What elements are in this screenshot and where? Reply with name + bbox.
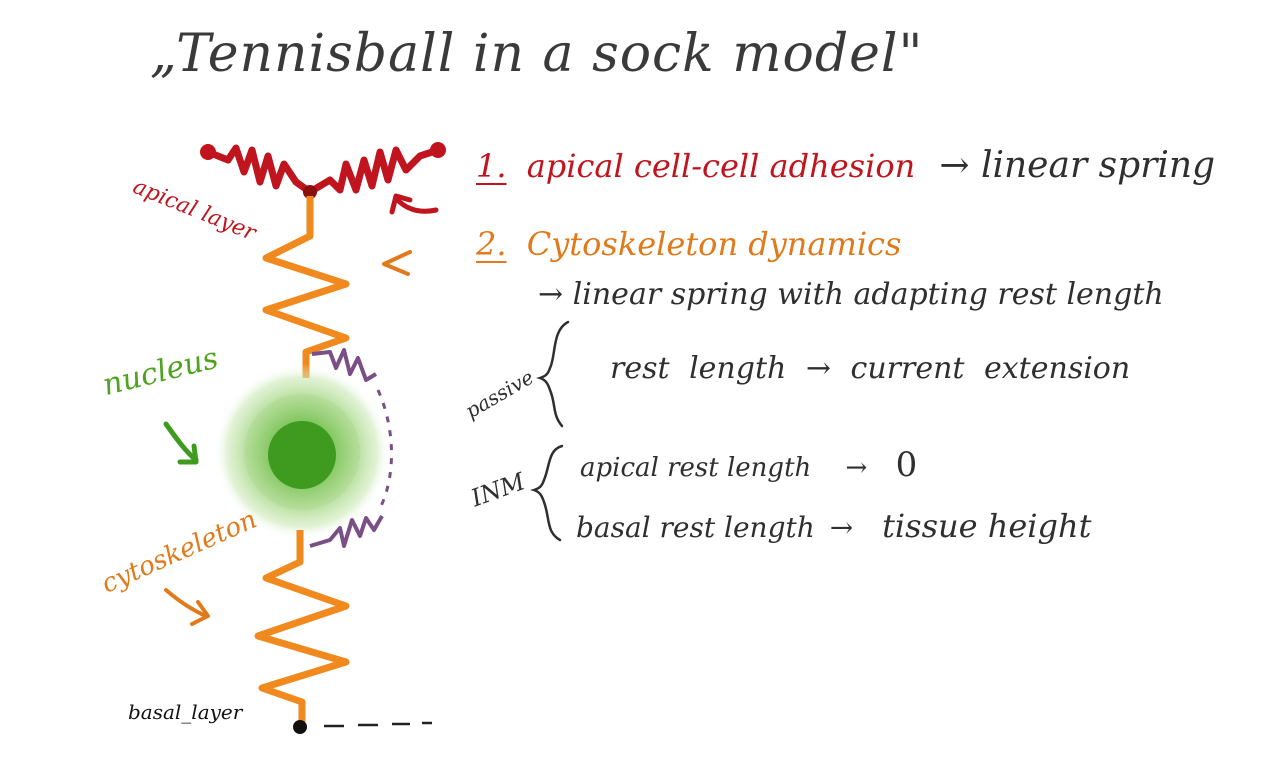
inm-basal-term: basal rest length (576, 511, 815, 544)
inm-brace (530, 444, 564, 542)
item-2-result: → linear spring with adapting rest lengt… (538, 277, 1164, 312)
inm-basal-arrow: → (829, 511, 854, 544)
apical-node (303, 185, 317, 199)
inm-line-apical: apical rest length → 0 (580, 448, 917, 482)
item-1: 1. apical cell-cell adhesion → linear sp… (476, 148, 1215, 184)
diagram-title: „Tennisball in a sock model" (150, 24, 924, 84)
cytoskeleton-spring-upper (262, 196, 350, 378)
passive-brace (536, 320, 570, 428)
inm-apical-arrow: → (845, 453, 868, 483)
linker-spring-upper (311, 348, 378, 382)
inm-apical-value: 0 (895, 445, 918, 485)
apical-spring-left (200, 144, 313, 195)
inm-line-basal: basal rest length → tissue height (576, 510, 1091, 542)
nucleus (214, 364, 390, 540)
cytoskeleton-arrow (164, 588, 210, 626)
item-1-result: → linear spring (939, 145, 1216, 186)
basal-node (293, 720, 307, 734)
basal-layer-label: basal_layer (128, 700, 243, 724)
orange-arrow (382, 250, 412, 276)
red-arrow (393, 195, 439, 214)
apical-spring-right (308, 142, 446, 196)
item-2-text: Cytoskeleton dynamics (526, 225, 902, 263)
linker-spring-lower (309, 515, 384, 548)
nucleus-arrow (163, 421, 199, 465)
inm-apical-term: apical rest length (580, 453, 812, 483)
linker-dashed-arc (376, 389, 393, 513)
passive-text: rest length → current extension (610, 351, 1131, 386)
basal-dashed-line (324, 721, 432, 728)
inm-basal-value: tissue height (882, 507, 1092, 545)
item-2-number: 2. (476, 225, 507, 263)
item-2: 2. Cytoskeleton dynamics (476, 228, 901, 260)
cytoskeleton-spring-lower (254, 530, 350, 722)
item-1-text: apical cell-cell adhesion (526, 147, 916, 185)
item-1-number: 1. (476, 147, 507, 185)
